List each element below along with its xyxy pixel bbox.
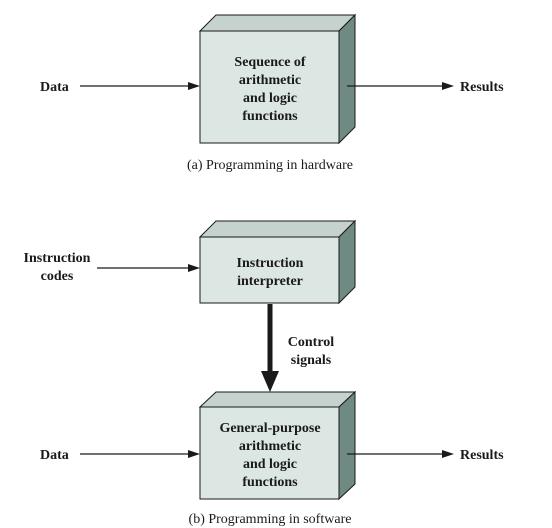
box-top-face <box>198 220 357 238</box>
panel-b-software: Instruction interpreter Instruction code… <box>24 219 504 527</box>
interpreter-line-1: Instruction <box>237 256 304 271</box>
general-line-1: General-purpose <box>219 421 320 436</box>
control-signals-label-1: Control <box>288 335 335 350</box>
caption-b: (b) Programming in software <box>189 512 352 527</box>
general-line-2: arithmetic <box>239 439 301 454</box>
data-input-arrow <box>80 82 200 90</box>
box-front-face <box>199 406 340 500</box>
instruction-codes-label-1: Instruction <box>24 251 91 266</box>
box-line-4: functions <box>242 109 298 124</box>
results-output-label-b: Results <box>460 448 504 463</box>
caption-a: (a) Programming in hardware <box>187 158 353 173</box>
box-line-3: and logic <box>243 91 297 106</box>
results-output-arrow <box>347 82 454 90</box>
instruction-codes-label-2: codes <box>41 269 74 284</box>
box-side-face <box>338 390 356 501</box>
box-line-2: arithmetic <box>239 73 301 88</box>
box-line-1: Sequence of <box>234 55 306 70</box>
sequence-functions-box: Sequence of arithmetic and logic functio… <box>198 13 357 145</box>
general-line-3: and logic <box>243 457 297 472</box>
instruction-interpreter-box: Instruction interpreter <box>198 219 357 305</box>
control-signals-label-2: signals <box>291 353 332 368</box>
panel-a-hardware: Sequence of arithmetic and logic functio… <box>40 13 504 173</box>
results-output-arrow-b <box>347 450 454 458</box>
data-input-label-b: Data <box>40 448 69 463</box>
interpreter-line-2: interpreter <box>237 274 303 289</box>
box-side-face <box>338 13 356 145</box>
box-front-face <box>199 30 340 144</box>
box-front-face <box>199 236 340 304</box>
general-line-4: functions <box>242 475 298 490</box>
data-input-label: Data <box>40 80 69 95</box>
control-signals-arrow <box>261 304 279 392</box>
box-top-face <box>198 14 357 32</box>
instruction-codes-arrow <box>97 264 200 272</box>
results-output-label: Results <box>460 80 504 95</box>
general-purpose-box: General-purpose arithmetic and logic fun… <box>198 390 357 501</box>
box-top-face <box>198 391 357 408</box>
data-input-arrow-b <box>80 450 200 458</box>
